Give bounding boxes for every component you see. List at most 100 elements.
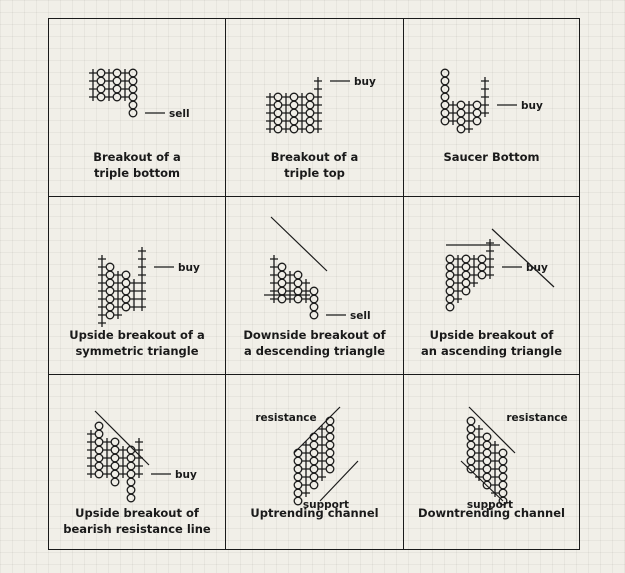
caption-line: Downtrending channel xyxy=(418,506,565,520)
trend-line xyxy=(460,460,504,502)
x-box xyxy=(302,473,310,481)
x-box xyxy=(470,255,478,263)
cell-saucer-bottom: buy Saucer Bottom xyxy=(404,19,579,196)
x-box xyxy=(89,93,97,101)
pattern-chart: sell xyxy=(264,216,371,322)
pattern-caption: Uptrending channel xyxy=(226,505,403,521)
o-box xyxy=(477,254,487,264)
o-box xyxy=(289,124,299,134)
o-box xyxy=(128,92,138,102)
x-box xyxy=(105,85,113,93)
o-box xyxy=(305,116,315,126)
o-box xyxy=(273,124,283,134)
x-box xyxy=(314,85,322,93)
caption-line: Saucer Bottom xyxy=(443,150,540,164)
o-box xyxy=(128,100,138,110)
o-box xyxy=(105,310,115,320)
o-box xyxy=(440,92,450,102)
x-box xyxy=(138,295,146,303)
x-box xyxy=(491,481,499,489)
x-box xyxy=(475,449,483,457)
caption-line: triple top xyxy=(284,166,345,180)
o-box xyxy=(112,84,122,94)
x-box xyxy=(318,473,326,481)
x-box xyxy=(98,303,106,311)
x-box xyxy=(491,457,499,465)
o-box xyxy=(482,440,492,450)
x-box xyxy=(98,263,106,271)
o-box xyxy=(289,108,299,118)
trend-line xyxy=(491,228,555,288)
o-box xyxy=(309,440,319,450)
pattern-caption: Upside breakout of an ascending triangle xyxy=(404,327,579,359)
o-box xyxy=(293,270,303,280)
o-box xyxy=(466,416,476,426)
o-box xyxy=(498,448,508,458)
x-box xyxy=(138,263,146,271)
o-box xyxy=(325,432,335,442)
x-box xyxy=(270,287,278,295)
o-box xyxy=(482,464,492,474)
x-box xyxy=(302,279,310,287)
o-box xyxy=(112,68,122,78)
x-box xyxy=(130,303,138,311)
x-box xyxy=(130,295,138,303)
pattern-chart: buy xyxy=(98,247,200,327)
o-box xyxy=(309,302,319,312)
x-box xyxy=(98,255,106,263)
x-box xyxy=(318,457,326,465)
o-box xyxy=(96,92,106,102)
x-box xyxy=(270,263,278,271)
o-box xyxy=(305,108,315,118)
x-box xyxy=(302,457,310,465)
o-box xyxy=(466,464,476,474)
o-box xyxy=(305,124,315,134)
x-box xyxy=(486,239,494,247)
x-box xyxy=(302,465,310,473)
cell-upside-breakout-ascending-triangle: buy Upside breakout of an ascending tria… xyxy=(404,197,579,374)
x-box xyxy=(475,473,483,481)
x-box xyxy=(475,465,483,473)
x-box xyxy=(98,287,106,295)
x-box xyxy=(314,109,322,117)
o-box xyxy=(293,472,303,482)
x-box xyxy=(314,101,322,109)
o-box xyxy=(309,448,319,458)
o-box xyxy=(293,456,303,466)
x-box xyxy=(138,247,146,255)
x-box xyxy=(470,279,478,287)
x-box xyxy=(114,295,122,303)
x-box xyxy=(121,93,129,101)
x-box xyxy=(481,77,489,85)
o-box xyxy=(128,68,138,78)
x-box xyxy=(135,470,143,478)
o-box xyxy=(128,108,138,118)
x-box xyxy=(302,481,310,489)
x-box xyxy=(266,117,274,125)
o-box xyxy=(325,456,335,466)
o-box xyxy=(277,286,287,296)
o-box xyxy=(325,464,335,474)
cell-upside-breakout-bearish-resistance: buy Upside breakout of bearish resistanc… xyxy=(49,375,225,549)
x-box xyxy=(103,438,111,446)
x-box xyxy=(135,462,143,470)
trend-line xyxy=(94,410,150,466)
x-box xyxy=(87,454,95,462)
x-box xyxy=(121,85,129,93)
o-box xyxy=(293,488,303,498)
o-box xyxy=(482,456,492,466)
x-box xyxy=(486,247,494,255)
o-box xyxy=(126,477,136,487)
support-label: support xyxy=(467,499,513,511)
pattern-caption: Upside breakout of bearish resistance li… xyxy=(49,505,225,537)
x-box xyxy=(87,470,95,478)
o-box xyxy=(309,294,319,304)
o-box xyxy=(105,294,115,304)
x-box xyxy=(454,271,462,279)
o-box xyxy=(440,76,450,86)
o-box xyxy=(277,262,287,272)
x-box xyxy=(105,69,113,77)
o-box xyxy=(482,448,492,458)
grid-divider xyxy=(49,374,579,375)
